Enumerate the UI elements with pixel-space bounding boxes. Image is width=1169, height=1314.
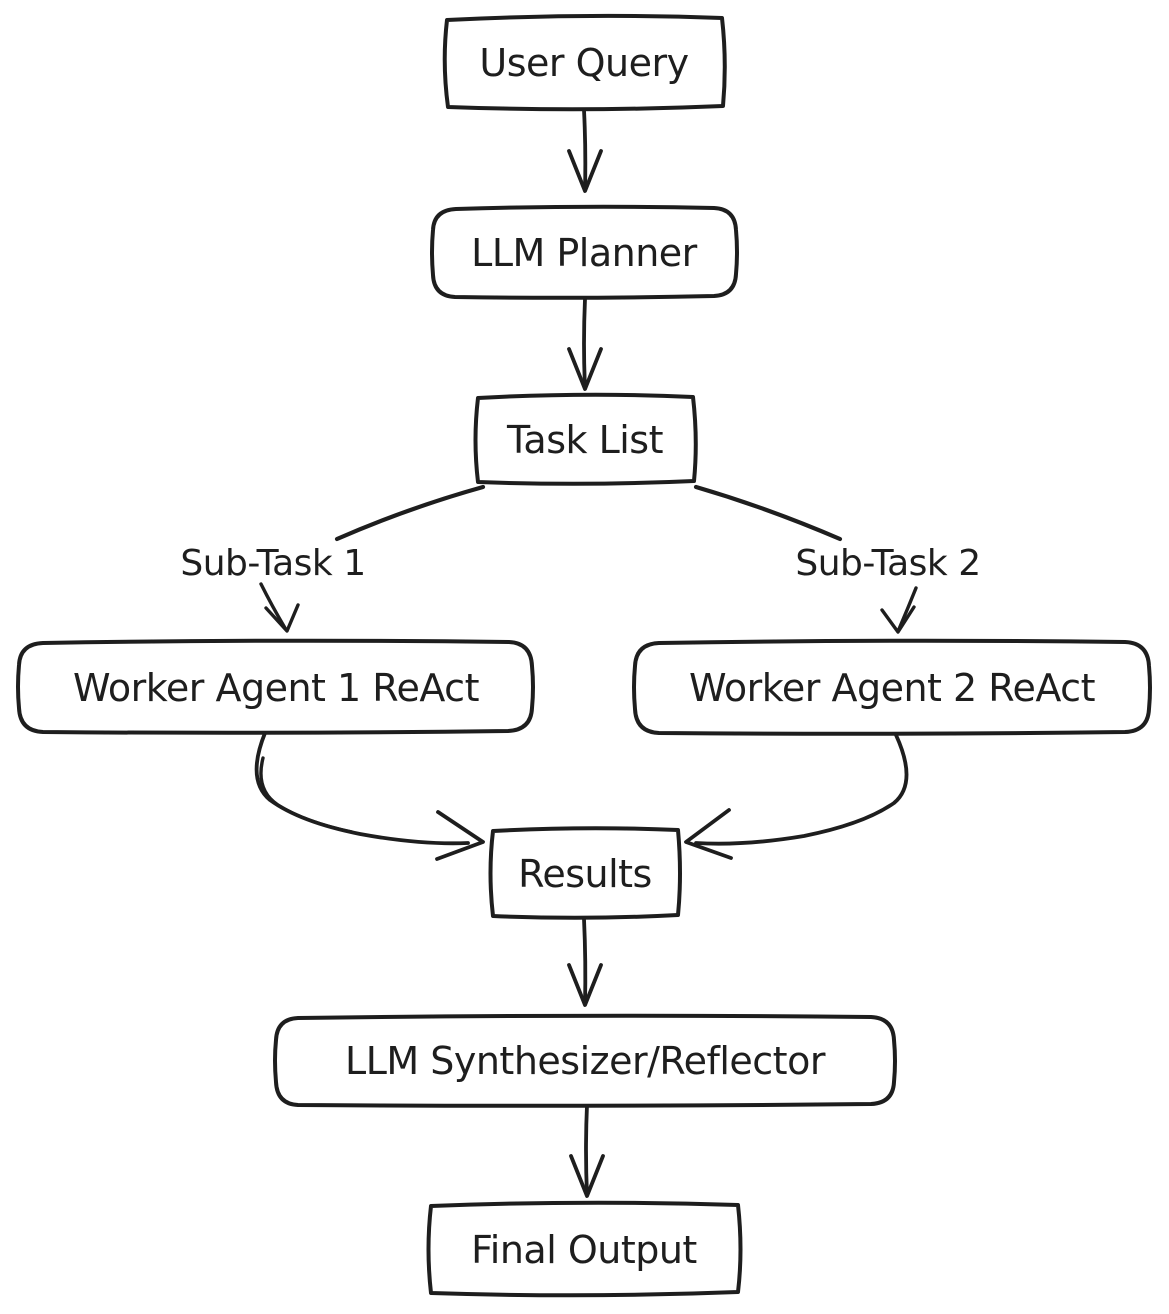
final-output-label: Final Output bbox=[471, 1228, 697, 1272]
arrow-shaft bbox=[582, 917, 588, 1006]
arrowhead-icon bbox=[567, 347, 603, 391]
sub-task-1-label: Sub-Task 1 bbox=[180, 543, 365, 584]
node-worker-agent-1: Worker Agent 1 ReAct bbox=[16, 638, 535, 735]
edge-sub-task-2-to-worker-agent-2 bbox=[880, 586, 918, 634]
label-sub-task-1: Sub-Task 1 bbox=[180, 543, 366, 584]
llm-synthesizer-box bbox=[273, 1013, 897, 1108]
task-list-box bbox=[473, 392, 698, 486]
edge-llm-synthesizer-to-final-output bbox=[569, 1103, 605, 1198]
curved-arrow-shaft bbox=[254, 731, 470, 846]
worker-agent-2-box bbox=[632, 638, 1152, 736]
user-query-label: User Query bbox=[479, 41, 688, 85]
llm-planner-label: LLM Planner bbox=[471, 231, 698, 275]
edge-task-list-to-sub-task-2 bbox=[693, 484, 843, 542]
node-user-query: User Query bbox=[442, 13, 727, 112]
node-final-output: Final Output bbox=[426, 1200, 743, 1298]
node-results: Results bbox=[488, 826, 682, 920]
arrowhead-icon bbox=[264, 603, 300, 633]
arrow-shaft bbox=[584, 1103, 589, 1197]
edge-worker-agent-1-to-results bbox=[254, 731, 485, 861]
results-box bbox=[488, 826, 682, 920]
arrowhead-icon bbox=[880, 605, 916, 634]
curved-arrow-shaft-sketch-stroke bbox=[259, 756, 354, 834]
sub-task-2-label: Sub-Task 2 bbox=[795, 543, 980, 584]
node-llm-synthesizer: LLM Synthesizer/Reflector bbox=[273, 1013, 897, 1108]
node-worker-agent-2: Worker Agent 2 ReAct bbox=[632, 638, 1152, 736]
edge-worker-agent-2-to-results bbox=[684, 733, 909, 860]
edge-sub-task-1-to-worker-agent-1 bbox=[259, 582, 300, 633]
arrow-shaft bbox=[582, 108, 588, 192]
arrow-shaft bbox=[259, 582, 287, 630]
edge-llm-planner-to-task-list bbox=[567, 297, 603, 391]
llm-planner-box bbox=[430, 204, 739, 300]
curved-arrow-shaft bbox=[694, 733, 909, 846]
edge-results-to-llm-synthesizer bbox=[567, 917, 603, 1007]
worker-agent-1-label: Worker Agent 1 ReAct bbox=[73, 666, 479, 710]
arrowhead-icon bbox=[435, 810, 485, 861]
final-output-box bbox=[426, 1200, 743, 1298]
llm-synthesizer-label: LLM Synthesizer/Reflector bbox=[345, 1039, 826, 1083]
edge-task-list-to-sub-task-1 bbox=[334, 484, 486, 542]
arrowhead-icon bbox=[567, 963, 603, 1007]
arrowhead-icon bbox=[569, 1154, 605, 1198]
edge-user-query-to-llm-planner bbox=[567, 108, 603, 193]
arrow-shaft bbox=[582, 297, 587, 390]
user-query-box bbox=[442, 13, 727, 112]
worker-agent-1-box bbox=[16, 638, 535, 735]
plain-line bbox=[334, 484, 486, 542]
arrowhead-icon bbox=[567, 149, 603, 193]
plain-line bbox=[693, 484, 843, 542]
node-llm-planner: LLM Planner bbox=[430, 204, 739, 300]
label-sub-task-2: Sub-Task 2 bbox=[795, 543, 981, 584]
arrowhead-icon bbox=[684, 808, 733, 860]
worker-agent-2-label: Worker Agent 2 ReAct bbox=[689, 666, 1095, 710]
node-task-list: Task List bbox=[473, 392, 698, 486]
results-label: Results bbox=[518, 852, 652, 896]
task-list-label: Task List bbox=[506, 418, 663, 462]
